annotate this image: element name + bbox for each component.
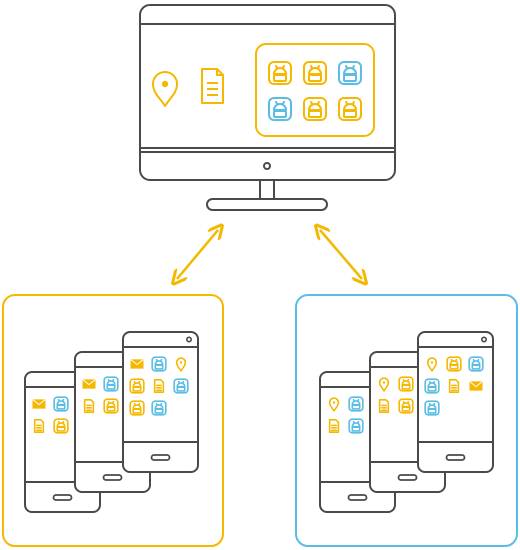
phone-front-left: [122, 331, 199, 473]
android-icon: [398, 376, 414, 392]
mail-icon: [130, 359, 144, 369]
phone-camera: [480, 336, 487, 343]
android-icon: [173, 378, 189, 394]
monitor-frame: [139, 4, 396, 181]
mail-icon: [82, 379, 96, 389]
android-icon: [129, 400, 145, 416]
phone-home-button: [52, 494, 73, 501]
monitor-base: [206, 198, 328, 211]
document-icon: [328, 418, 340, 434]
mail-icon: [32, 399, 46, 409]
phone-home-button: [397, 474, 418, 481]
android-icon: [348, 418, 364, 434]
bidirectional-arrow-right: [320, 230, 362, 279]
android-app-icon: [338, 97, 362, 121]
pin-icon: [426, 357, 438, 372]
device-group-right: [295, 294, 518, 547]
app-grid: [268, 61, 362, 121]
monitor-power-button: [263, 162, 271, 170]
phones-layer: [24, 331, 494, 513]
phone-home-button: [102, 474, 123, 481]
map-pin-icon: [152, 71, 178, 107]
phone-body: [122, 331, 199, 473]
android-icon: [53, 396, 69, 412]
device-group-left: [2, 294, 224, 547]
android-icon: [348, 396, 364, 412]
document-icon: [448, 378, 460, 394]
document-icon: [201, 68, 224, 104]
pin-icon: [378, 377, 390, 392]
android-app-icon: [268, 97, 292, 121]
document-icon: [378, 398, 390, 414]
monitor-neck: [259, 179, 275, 200]
android-icon: [103, 376, 119, 392]
android-icon: [424, 378, 440, 394]
phone-home-button: [150, 454, 171, 461]
android-app-icon: [303, 61, 327, 85]
android-app-icon: [268, 61, 292, 85]
android-icon: [103, 398, 119, 414]
android-icon: [53, 418, 69, 434]
android-icon: [424, 400, 440, 416]
android-icon: [468, 356, 484, 372]
pin-icon: [175, 357, 187, 372]
android-icon: [151, 400, 167, 416]
document-icon: [33, 418, 45, 434]
pin-icon: [328, 397, 340, 412]
android-icon: [129, 378, 145, 394]
bidirectional-arrow-left: [177, 230, 218, 279]
mail-icon: [469, 381, 483, 391]
document-icon: [83, 398, 95, 414]
android-icon: [151, 356, 167, 372]
android-app-icon: [338, 61, 362, 85]
phone-home-button: [347, 494, 368, 501]
app-grid-panel: [255, 43, 375, 137]
android-app-icon: [303, 97, 327, 121]
phone-home-button: [445, 454, 466, 461]
android-icon: [446, 356, 462, 372]
desktop-monitor: [139, 4, 396, 211]
android-icon: [398, 398, 414, 414]
document-icon: [153, 378, 165, 394]
phone-front-right: [417, 331, 494, 473]
phone-body: [417, 331, 494, 473]
phone-camera: [186, 336, 193, 343]
